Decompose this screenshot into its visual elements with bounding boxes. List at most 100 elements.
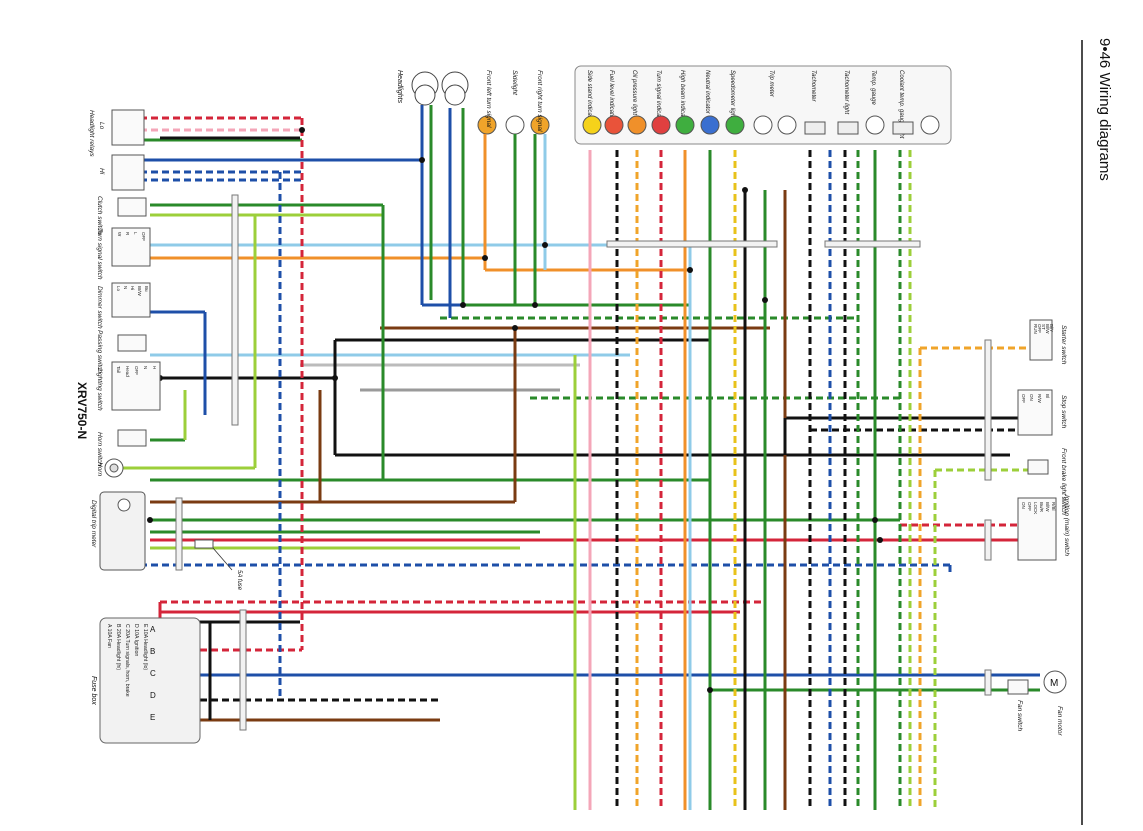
model-label: XRV750-N xyxy=(75,382,89,439)
front-right-turn-bulb xyxy=(530,115,550,135)
stop-switch xyxy=(1017,389,1053,436)
fuse-box-row: B 20A Headlight (hi) xyxy=(115,624,121,670)
indicator-label: Tachometer xyxy=(810,70,816,102)
sleeve-fuse xyxy=(239,609,247,731)
trip-meter-block xyxy=(804,121,826,135)
splice xyxy=(482,255,488,261)
page-title: 9•46 Wiring diagrams xyxy=(1096,38,1113,181)
fuse-letter: A xyxy=(150,625,156,634)
splice xyxy=(687,267,693,273)
hi-relay xyxy=(111,154,145,191)
fan-motor-label: Fan motor xyxy=(1056,706,1063,736)
lighting-table-cell: H xyxy=(152,366,157,369)
sleeve-top xyxy=(606,240,778,248)
stop-table-cell: ON xyxy=(1029,394,1034,401)
clutch-switch-label: Clutch switch xyxy=(96,196,103,235)
tacho-light-bulb xyxy=(865,115,885,135)
splice xyxy=(512,325,518,331)
fuse-letter: B xyxy=(150,647,155,656)
dimmer-table-cell: Hi xyxy=(130,286,135,290)
splice xyxy=(542,242,548,248)
stop-table-cell: OFF xyxy=(1021,394,1026,403)
splice xyxy=(460,302,466,308)
vertical-wires xyxy=(158,105,952,810)
fuse-box-row: E 10A Headlight (lo) xyxy=(142,624,148,670)
fuse-box-row: C 20A Turn signals, horn, brake xyxy=(124,624,130,697)
splice xyxy=(872,517,878,523)
ignition-switch xyxy=(1017,497,1057,561)
splice xyxy=(532,302,538,308)
speedometer-bulb xyxy=(753,115,773,135)
ignition-table-cell: Bl/W xyxy=(1045,502,1050,512)
splice xyxy=(332,375,338,381)
fuse-box-row: D 10A Ignition xyxy=(133,624,139,656)
dimmer-table-cell: Lo xyxy=(116,286,121,292)
indicator-label: Tachometer light xyxy=(843,70,849,114)
dimmer-switch xyxy=(111,282,151,318)
fuel-level-bulb xyxy=(604,115,624,135)
sidelight-bulb xyxy=(505,115,525,135)
ignition-table-cell: ON xyxy=(1021,502,1026,509)
indicator-label: Oil pressure light xyxy=(631,70,637,115)
in-line-fuse xyxy=(194,539,214,549)
fuse-box-label: Fuse box xyxy=(90,676,97,705)
horn-label: Horn xyxy=(96,462,103,476)
starter-switch xyxy=(1029,319,1053,361)
front-left-turn-bulb xyxy=(477,115,497,135)
indicator-label: High beam indicator xyxy=(679,70,685,124)
splice xyxy=(299,127,305,133)
lo-label: Lo xyxy=(98,122,105,130)
lo-relay xyxy=(111,109,145,146)
turn_signal-table-cell: W xyxy=(117,232,122,237)
indicator-label: Trip meter xyxy=(768,70,774,98)
starter-table-cell: ST xyxy=(1041,324,1046,330)
fan-switch xyxy=(1007,679,1029,695)
turn-indicator-bulb xyxy=(651,115,671,135)
dimmer-table-cell: Bu xyxy=(144,286,149,292)
fan-switch-label: Fan switch xyxy=(1016,700,1023,731)
lighting-table-cell: Head xyxy=(125,366,130,377)
sleeve-left xyxy=(231,194,239,426)
lighting-table-cell: OFF xyxy=(134,366,139,375)
side-stand-bulb xyxy=(582,115,602,135)
turn_signal-table-cell: OFF xyxy=(141,232,146,241)
splice xyxy=(707,687,713,693)
sleeve-top-2 xyxy=(824,240,921,248)
passing-switch-label: Passing switch xyxy=(96,330,103,373)
horn-switch xyxy=(117,429,147,447)
sleeve-right-3 xyxy=(984,669,992,696)
lighting-switch-label: Lighting switch xyxy=(96,368,103,411)
neutral2-bulb xyxy=(725,115,745,135)
fan-motor-icon xyxy=(1043,670,1067,694)
headlight-relays-label: Headlight relays xyxy=(88,110,95,157)
turn-signal-switch xyxy=(111,227,151,267)
headlight-bulb-3 xyxy=(414,84,436,106)
indicator-label: Side stand indicator xyxy=(586,70,592,124)
clutch-switch xyxy=(117,197,147,217)
sleeve-right-1 xyxy=(984,339,992,481)
cluster-bulbs xyxy=(582,115,940,135)
lighting-table-cell: N xyxy=(143,366,148,369)
front-right-turn-label: Front right turn signal xyxy=(536,70,543,132)
fan-motor-symbol: M xyxy=(1050,678,1058,689)
fuse-letter: D xyxy=(150,691,156,700)
fuse-box xyxy=(99,617,201,744)
stop-switch-label: Stop switch xyxy=(1060,395,1067,429)
fuse-box-row: A 10A Fan xyxy=(106,624,112,648)
speedometer2-bulb xyxy=(777,115,797,135)
stop-table-cell: R/W xyxy=(1037,394,1042,404)
dimmer-table-cell: BI/W xyxy=(137,286,142,297)
ignition-table-cell: OFF xyxy=(1027,502,1032,511)
coolant-light-bulb xyxy=(920,115,940,135)
turn_signal-table-cell: R xyxy=(125,232,130,236)
headlights-label: Headlights xyxy=(396,70,403,104)
digital-trip-meter-label: Digital trip meter xyxy=(90,500,97,548)
harness-sleeves xyxy=(175,194,992,731)
